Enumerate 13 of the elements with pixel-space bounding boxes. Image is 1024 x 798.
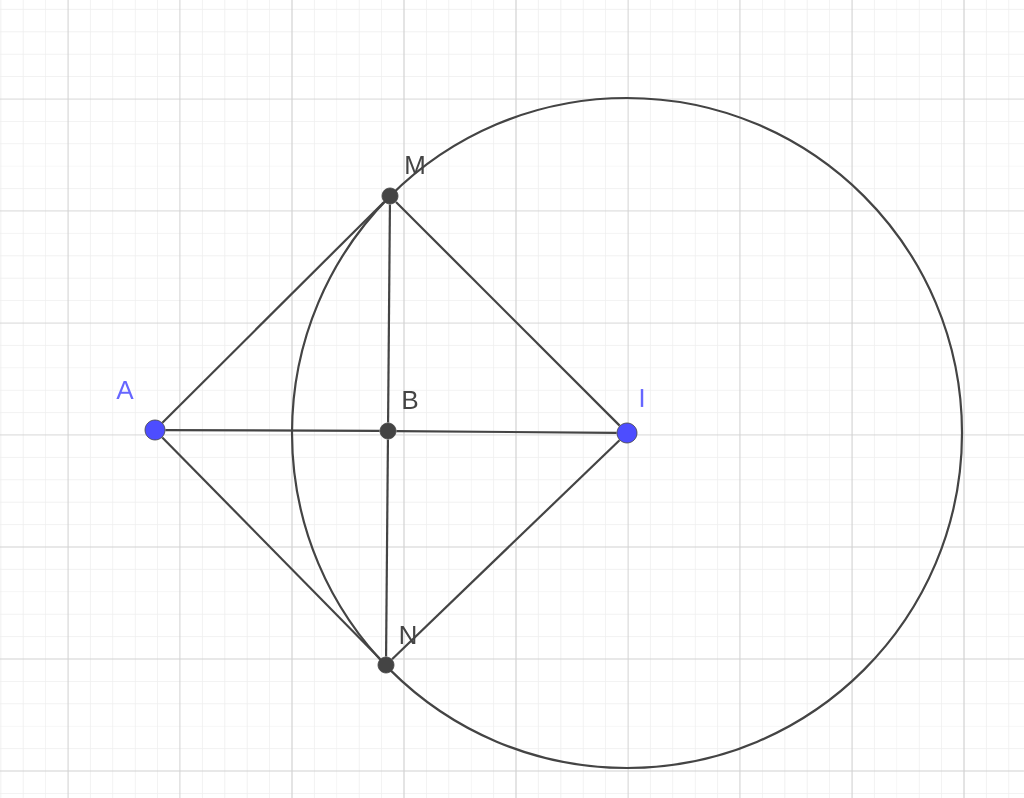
segment [387,204,392,423]
segment [161,436,381,660]
segment [395,201,621,427]
point-label: B [403,391,418,409]
segment [396,429,617,434]
segment [165,428,380,433]
segment [391,439,621,660]
segment [161,201,385,424]
point-label: I [640,389,644,407]
point-label: M [406,156,424,174]
point-label: N [400,626,416,644]
segment [385,439,390,657]
point-label: A [116,381,134,399]
